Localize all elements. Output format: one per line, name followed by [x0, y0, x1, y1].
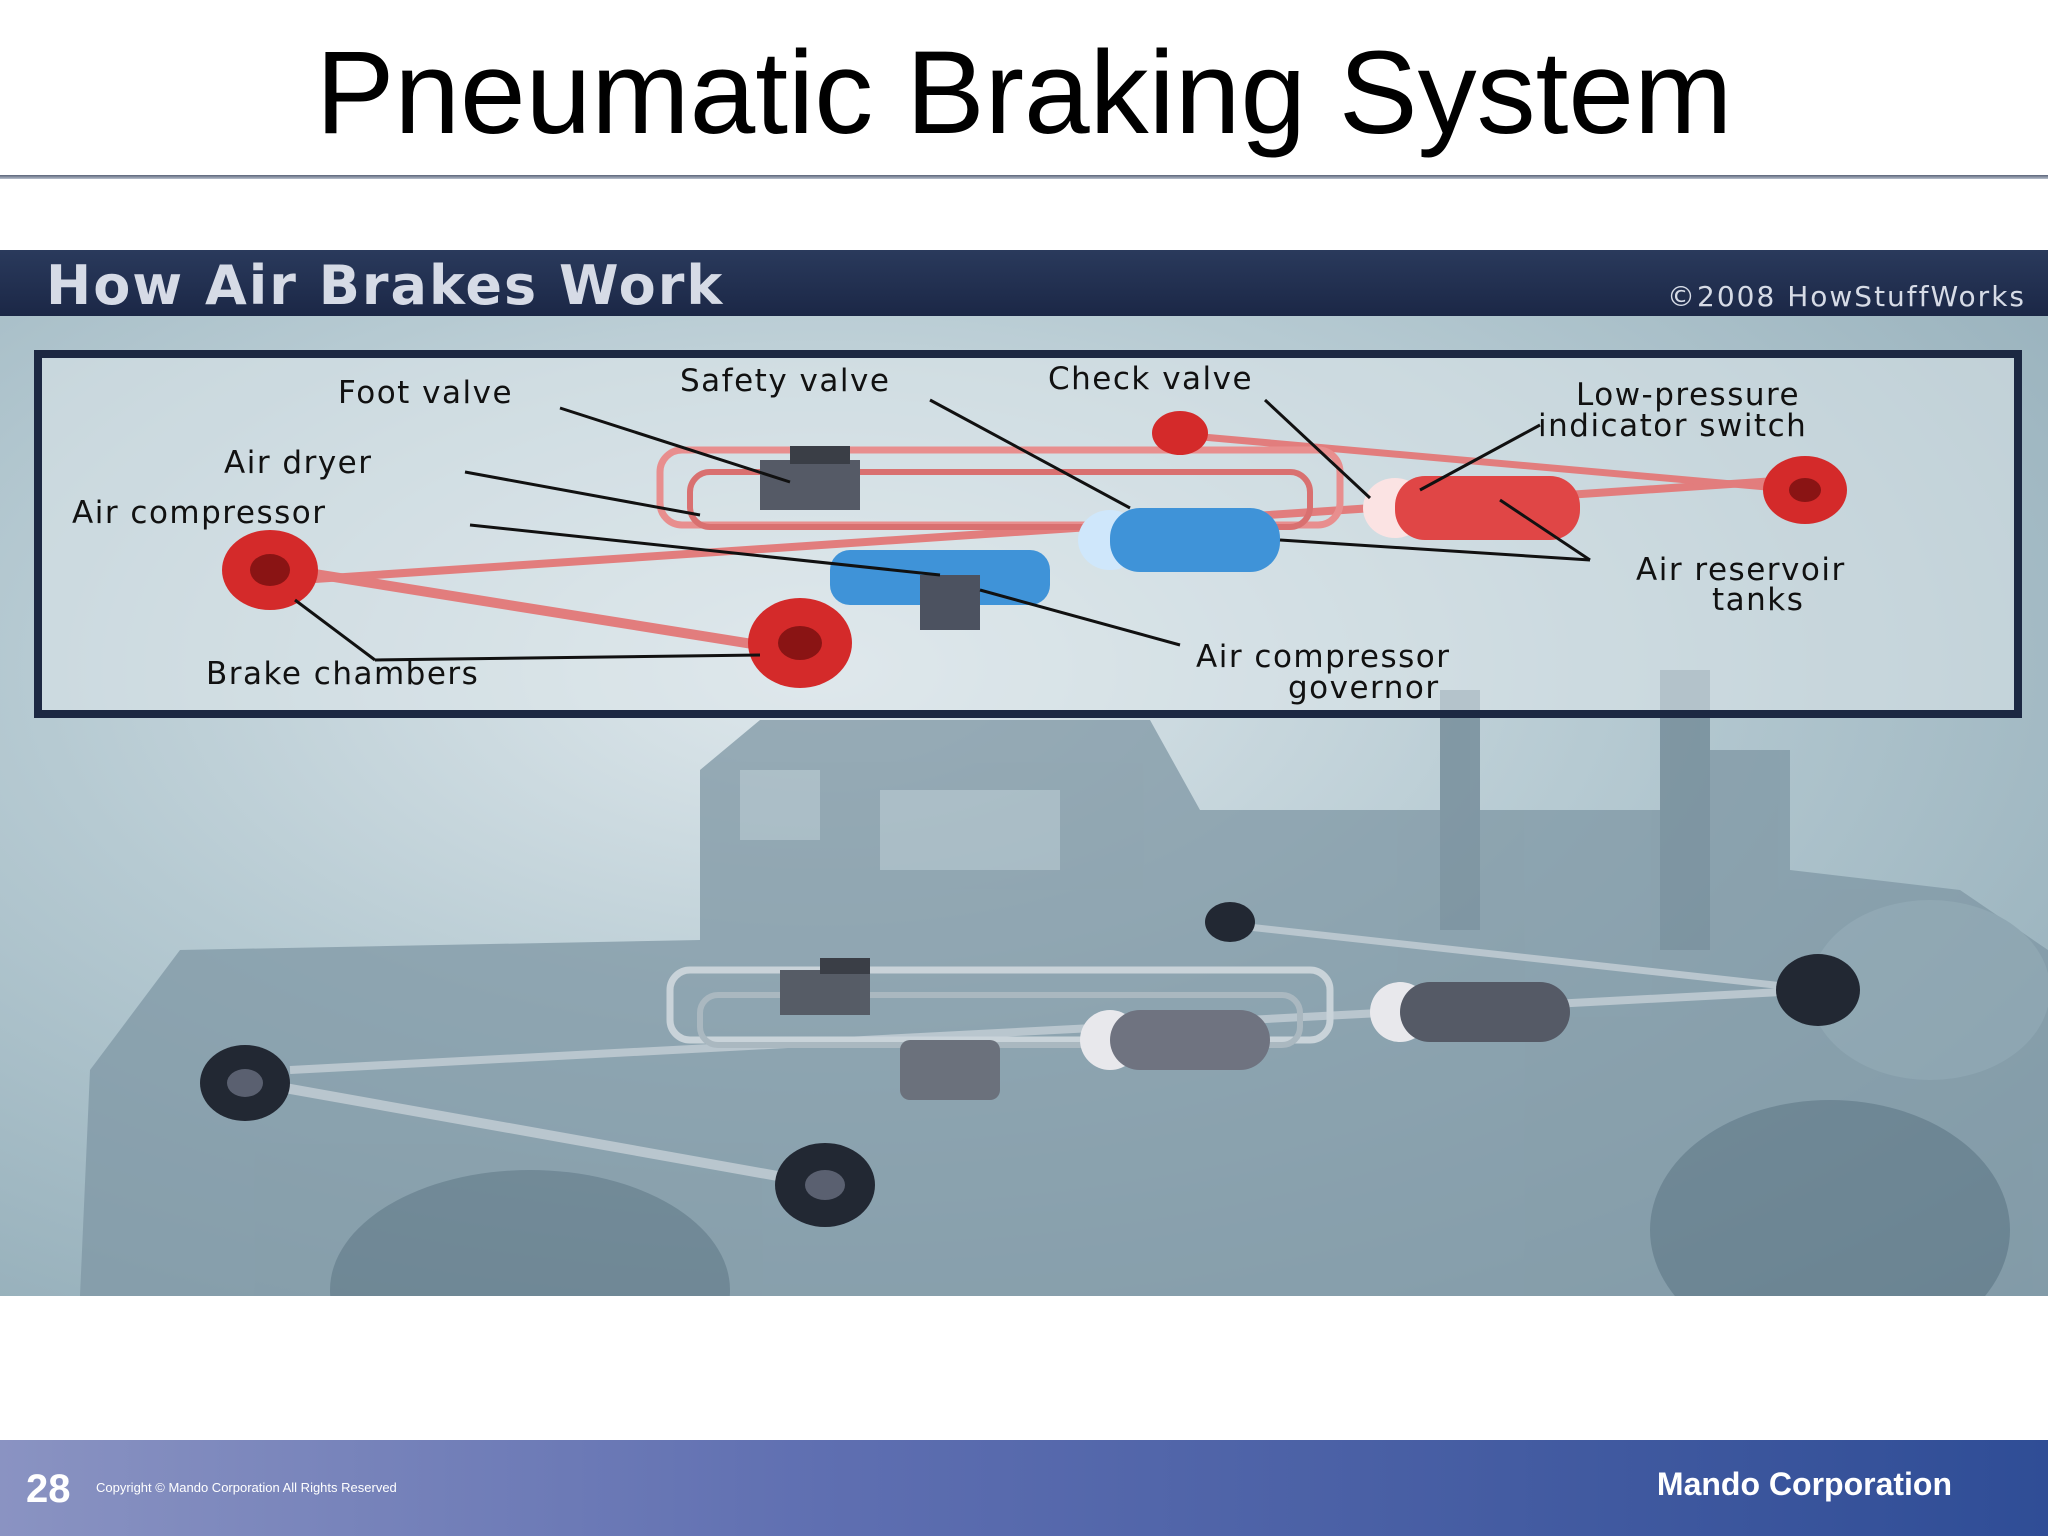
- label-governor-line2: governor: [1288, 670, 1440, 706]
- figure-header-bar: How Air Brakes Work ©2008 HowStuffWorks: [0, 250, 2048, 317]
- label-air-compressor: Air compressor: [72, 495, 326, 531]
- slide-title: Pneumatic Braking System: [315, 27, 1733, 159]
- label-safety-valve: Safety valve: [680, 363, 890, 399]
- label-air-reservoir-line1: Air reservoir: [1636, 552, 1846, 588]
- figure-title: How Air Brakes Work: [46, 254, 725, 317]
- lower-brake-system: [200, 902, 1860, 1227]
- label-low-pressure-line2: indicator switch: [1538, 408, 1807, 444]
- company-name: Mando Corporation: [1656, 1466, 1952, 1502]
- slide-footer: 28 Copyright © Mando Corporation All Rig…: [0, 1440, 2048, 1536]
- copyright-notice: Copyright © Mando Corporation All Rights…: [96, 1480, 397, 1495]
- label-air-reservoir-line2: tanks: [1712, 582, 1804, 618]
- title-divider: [0, 175, 2048, 179]
- diagram-artwork: Foot valve Safety valve Check valve Low-…: [34, 350, 2048, 1296]
- figure-credit: ©2008 HowStuffWorks: [1667, 280, 2026, 313]
- label-governor-line1: Air compressor: [1196, 639, 1450, 675]
- label-check-valve: Check valve: [1048, 361, 1253, 397]
- label-air-dryer: Air dryer: [224, 445, 373, 481]
- truck-silhouette: [80, 670, 2048, 1296]
- page-number: 28: [26, 1467, 71, 1511]
- label-low-pressure-line1: Low-pressure: [1576, 377, 1800, 413]
- label-brake-chambers: Brake chambers: [206, 656, 479, 692]
- leader-lines: [294, 398, 1591, 662]
- air-brake-diagram: Foot valve Safety valve Check valve Low-…: [0, 250, 2048, 1296]
- label-foot-valve: Foot valve: [338, 375, 513, 411]
- inset-brake-system: [222, 411, 1847, 688]
